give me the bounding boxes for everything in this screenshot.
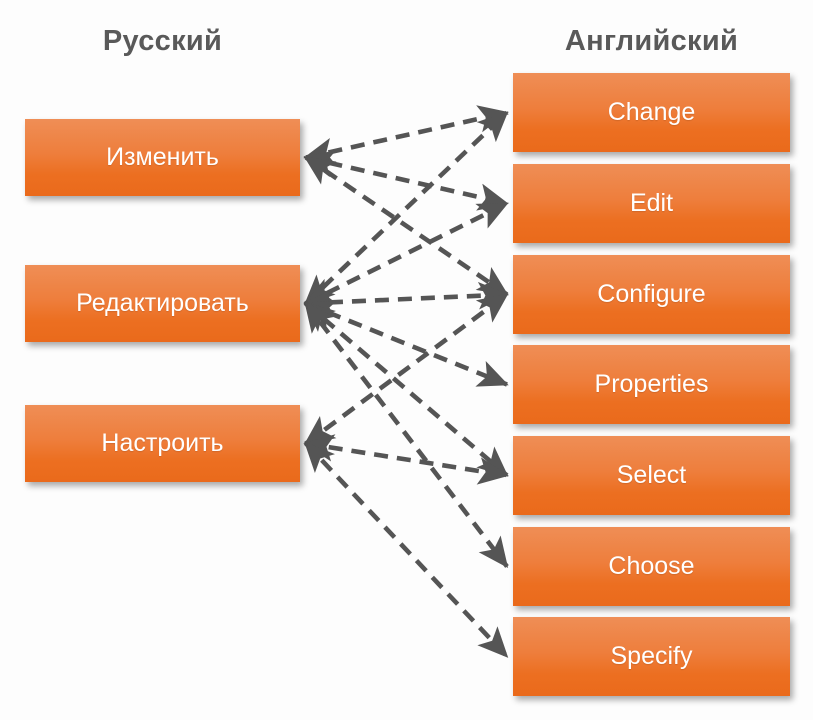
edge-ru-1-to-en-5 <box>304 301 509 568</box>
node-russian-nastroit[interactable]: Настроить <box>25 405 300 482</box>
node-russian-redaktirovat[interactable]: Редактировать <box>25 265 300 342</box>
edge-ru-1-to-en-2 <box>303 281 509 317</box>
edge-ru-2-to-en-2 <box>303 292 509 446</box>
node-english-choose[interactable]: Choose <box>513 527 790 606</box>
node-english-specify[interactable]: Specify <box>513 617 790 696</box>
column-title-english: Английский <box>564 25 739 57</box>
node-english-select[interactable]: Select <box>513 436 790 515</box>
column-title-russian: Русский <box>102 25 223 57</box>
edge-ru-1-to-en-4 <box>303 301 509 478</box>
node-english-properties[interactable]: Properties <box>513 345 790 424</box>
node-english-edit[interactable]: Edit <box>513 164 790 243</box>
edge-ru-1-to-en-1 <box>303 201 509 306</box>
edge-ru-2-to-en-4 <box>303 434 509 485</box>
edge-ru-0-to-en-1 <box>303 150 509 211</box>
edge-ru-2-to-en-6 <box>304 441 509 659</box>
edge-ru-0-to-en-0 <box>303 105 509 165</box>
node-english-change[interactable]: Change <box>513 73 790 152</box>
edge-ru-1-to-en-0 <box>303 110 509 306</box>
node-english-configure[interactable]: Configure <box>513 255 790 334</box>
edge-ru-1-to-en-3 <box>303 301 509 387</box>
node-russian-izmenit[interactable]: Изменить <box>25 119 300 196</box>
edge-ru-0-to-en-2 <box>303 155 509 297</box>
